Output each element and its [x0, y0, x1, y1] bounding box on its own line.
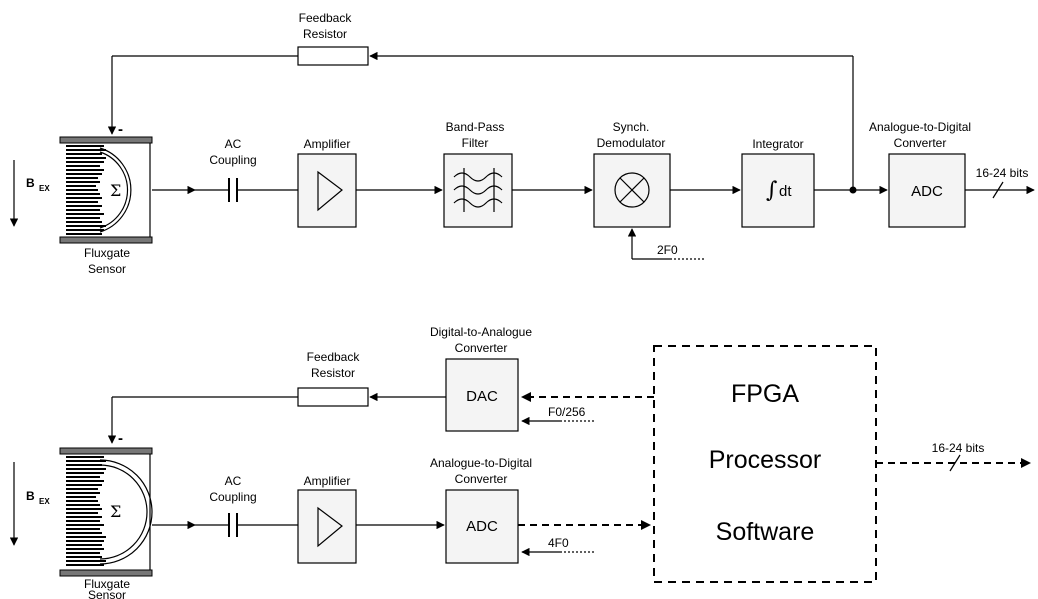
bottom-ac-label-2: Coupling [209, 490, 256, 504]
bottom-dac-ref: F0/256 [548, 405, 586, 419]
top-integral-icon: ∫ [766, 178, 778, 203]
top-bus-slash [992, 181, 1004, 199]
top-adc-title-2: Converter [894, 136, 947, 150]
top-demod-label-2: Demodulator [597, 136, 666, 150]
top-integrator-symbol: dt [779, 183, 792, 200]
bottom-capacitor [228, 513, 238, 537]
top-feedback-label-1: Feedback [299, 11, 353, 25]
top-demod-ref: 2F0 [657, 243, 678, 257]
bottom-fpga-line-1: FPGA [731, 380, 799, 408]
top-output-bits: 16-24 bits [976, 166, 1029, 180]
bottom-feedback-resistor [297, 387, 369, 407]
bottom-adc-ref: 4F0 [548, 536, 569, 550]
top-adc-box-label: ADC [911, 183, 943, 200]
bottom-adc-box-label: ADC [466, 518, 498, 535]
bottom-field-label: B [26, 489, 35, 503]
top-sensor-label-1: Fluxgate [84, 246, 130, 260]
top-bandpass-label-2: Filter [462, 136, 489, 150]
top-bandpass-box [443, 153, 513, 228]
top-minus-sign: - [118, 121, 123, 138]
bottom-amplifier-label: Amplifier [304, 474, 351, 488]
top-sensor-label-2: Sensor [88, 262, 126, 276]
top-amplifier-icon [317, 170, 343, 212]
bottom-adc-title-2: Converter [455, 472, 508, 486]
top-adc-box [888, 153, 966, 228]
top-capacitor [228, 178, 238, 202]
top-integrator-label: Integrator [752, 137, 803, 151]
bottom-adc-title-1: Analogue-to-Digital [430, 456, 532, 470]
bottom-adc-box [445, 489, 519, 564]
top-amplifier-label: Amplifier [304, 137, 351, 151]
top-ac-label-1: AC [225, 137, 242, 151]
top-feedback-label-2: Resistor [303, 27, 347, 41]
top-junction-dot [849, 186, 857, 194]
top-demod-label-1: Synch. [613, 120, 650, 134]
top-ac-label-2: Coupling [209, 153, 256, 167]
bottom-chain: Digital-to-Analogue Converter DAC F0/256… [9, 325, 1031, 599]
bottom-dac-title-1: Digital-to-Analogue [430, 325, 532, 339]
top-adc-title-1: Analogue-to-Digital [869, 120, 971, 134]
bottom-fpga-line-3: Software [716, 518, 815, 546]
top-bandpass-label-1: Band-Pass [446, 120, 505, 134]
top-chain: Feedback Resistor - B EX Σ Fluxgate Sens… [9, 11, 1035, 276]
bottom-dac-box [445, 358, 519, 432]
top-field-label: B [26, 176, 35, 190]
top-fluxgate-sensor: Σ [59, 136, 153, 244]
bottom-ac-label-1: AC [225, 474, 242, 488]
bottom-fluxgate-sensor: Σ [59, 447, 153, 577]
bottom-feedback-label-1: Feedback [307, 350, 361, 364]
top-integrator-box [741, 153, 815, 228]
bottom-dac-title-2: Converter [455, 341, 508, 355]
top-field-sub: EX [39, 184, 50, 193]
bottom-fpga-line-2: Processor [709, 446, 822, 474]
top-mixer-icon [614, 172, 650, 208]
bottom-sensor-label-1: Fluxgate [84, 577, 130, 591]
top-bandpass-icon [453, 168, 503, 212]
bottom-sigma: Σ [110, 502, 121, 521]
bottom-amplifier-box [297, 489, 357, 564]
bottom-amplifier-icon [317, 506, 343, 548]
top-feedback-resistor [297, 46, 369, 66]
bottom-minus-sign: - [118, 430, 123, 447]
bottom-sensor-label-2: Sensor [88, 588, 126, 599]
top-sigma: Σ [110, 181, 121, 200]
bottom-output-bits: 16-24 bits [932, 441, 985, 455]
top-amplifier-box [297, 153, 357, 228]
bottom-field-sub: EX [39, 497, 50, 506]
bottom-dac-box-label: DAC [466, 388, 498, 405]
bottom-bus-slash [949, 454, 961, 472]
bottom-feedback-label-2: Resistor [311, 366, 355, 380]
